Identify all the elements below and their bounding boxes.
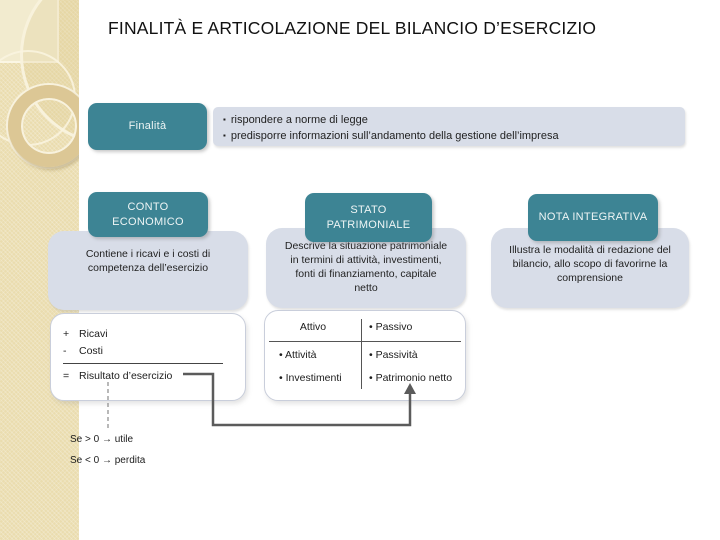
table-vertical-divider: [361, 319, 362, 389]
finalita-label: Finalità: [128, 120, 167, 133]
condition-perdita: Se < 0 → perdita: [70, 455, 146, 466]
finalita-bullet-item: predisporre informazioni sull’andamento …: [223, 128, 685, 144]
finalita-bullets-box: rispondere a norme di legge predisporre …: [213, 107, 685, 146]
balance-table-box: Attivo Passivo Attività Passività Invest…: [264, 310, 466, 401]
plus-sign: +: [63, 328, 70, 340]
nota-integrativa-description: Illustra le modalità di redazione del bi…: [491, 228, 689, 308]
page-title: FINALITÀ E ARTICOLAZIONE DEL BILANCIO D’…: [108, 18, 597, 38]
stato-patrimoniale-description: Descrive la situazione patrimoniale in t…: [266, 228, 466, 308]
table-cell-attivita: Attività: [279, 349, 317, 361]
calc-label: Costi: [79, 345, 103, 357]
minus-sign: -: [63, 345, 67, 357]
stato-patrimoniale-label: STATO PATRIMONIALE: [326, 203, 411, 231]
condition-utile: Se > 0 → utile: [70, 434, 134, 445]
table-cell-patrimonio-netto: Patrimonio netto: [369, 372, 452, 384]
calc-row-costi: - Costi: [63, 345, 103, 357]
conto-economico-header-box: CONTO ECONOMICO: [88, 192, 208, 237]
equals-sign: =: [63, 370, 70, 382]
finalita-bullet-item: rispondere a norme di legge: [223, 112, 685, 128]
nota-integrativa-header-box: NOTA INTEGRATIVA: [528, 194, 658, 241]
calc-label: Risultato d’esercizio: [79, 370, 173, 382]
table-header-passivo: Passivo: [369, 321, 413, 333]
table-cell-passivita: Passività: [369, 349, 418, 361]
calc-row-risultato: = Risultato d’esercizio: [63, 370, 172, 382]
ring-decoration: [8, 85, 79, 167]
income-calc-box: + Ricavi - Costi = Risultato d’esercizio: [50, 313, 246, 401]
calc-row-ricavi: + Ricavi: [63, 328, 108, 340]
conto-economico-label: CONTO ECONOMICO: [112, 200, 184, 228]
stato-patrimoniale-header-box: STATO PATRIMONIALE: [305, 193, 432, 242]
conto-economico-description: Contiene i ricavi e i costi di competenz…: [48, 231, 248, 310]
finalita-bullet-list: rispondere a norme di legge predisporre …: [223, 112, 685, 144]
table-cell-investimenti: Investimenti: [279, 372, 342, 384]
calc-label: Ricavi: [79, 328, 108, 340]
sum-line: [63, 363, 223, 364]
nota-integrativa-label: NOTA INTEGRATIVA: [538, 211, 648, 224]
finalita-header-box: Finalità: [88, 103, 207, 150]
table-header-divider: [269, 341, 461, 342]
table-header-attivo: Attivo: [299, 321, 327, 333]
